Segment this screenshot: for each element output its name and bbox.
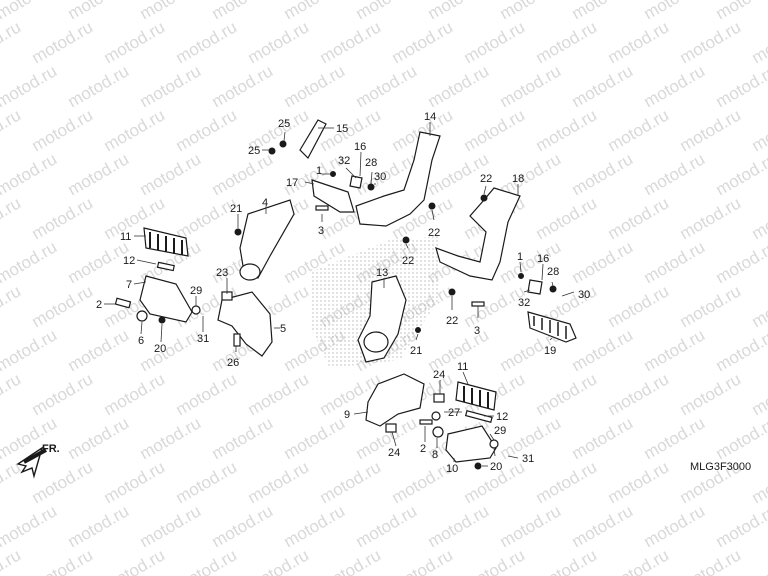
front-direction-arrow: FR. <box>16 443 60 479</box>
part-collar-6 <box>136 310 148 322</box>
callout-31: 31 <box>197 333 209 345</box>
callout-20-b: 20 <box>490 461 502 473</box>
part-bracket-9 <box>365 373 425 427</box>
callout-29: 29 <box>190 285 202 297</box>
callout-19: 19 <box>544 345 556 357</box>
callout-22-d: 22 <box>446 315 458 327</box>
callout-32-b: 32 <box>518 297 530 309</box>
callout-1: 1 <box>316 165 322 177</box>
callout-17: 17 <box>286 177 298 189</box>
callout-3: 3 <box>318 225 324 237</box>
callout-11: 11 <box>120 231 131 243</box>
part-footpeg-rubber-left <box>143 227 189 257</box>
part-heel-guard-13-boss <box>363 331 389 353</box>
leader-lines <box>104 122 575 467</box>
callout-12: 12 <box>123 255 135 267</box>
part-collar-8 <box>432 426 444 438</box>
callout-16: 16 <box>354 141 366 153</box>
part-footpeg-19 <box>527 311 577 343</box>
part-footpeg-left <box>139 275 193 323</box>
hardware-bolts <box>114 140 557 470</box>
part-footpeg-17 <box>311 179 355 213</box>
callout-25-left: 25 <box>248 145 260 157</box>
callout-28: 28 <box>365 157 377 169</box>
part-bracket-5 <box>217 291 273 357</box>
callout-2: 2 <box>96 299 102 311</box>
callout-27: 27 <box>448 407 460 419</box>
callout-24-b: 24 <box>388 447 400 459</box>
callout-31-b: 31 <box>522 453 534 465</box>
part-plate-15 <box>299 119 327 159</box>
callout-23: 23 <box>216 267 228 279</box>
callout-22-c: 22 <box>480 173 492 185</box>
callout-20: 20 <box>154 343 166 355</box>
callout-1-b: 1 <box>517 251 523 263</box>
callout-21-b: 21 <box>410 345 422 357</box>
callout-8: 8 <box>432 449 438 461</box>
callout-6: 6 <box>138 335 144 347</box>
callout-21: 21 <box>230 203 242 215</box>
part-bracket-4 <box>239 199 295 279</box>
callout-14: 14 <box>424 111 436 123</box>
callout-30: 30 <box>374 171 386 183</box>
callout-30-b: 30 <box>578 289 590 301</box>
callout-24-a: 24 <box>433 369 445 381</box>
callout-18: 18 <box>512 173 524 185</box>
callout-32: 32 <box>338 155 350 167</box>
part-bracket-14 <box>355 131 441 227</box>
part-footpeg-rubber-right <box>455 381 497 411</box>
callout-11-b: 11 <box>457 361 468 373</box>
part-bracket-18 <box>435 187 521 281</box>
diagram-code: MLG3F3000 <box>690 461 751 473</box>
callout-12-b: 12 <box>496 411 508 423</box>
callout-10: 10 <box>446 463 458 475</box>
callout-4: 4 <box>262 197 268 209</box>
callout-9: 9 <box>344 409 350 421</box>
callout-22-a: 22 <box>428 227 440 239</box>
callout-22-b: 22 <box>402 255 414 267</box>
callout-15: 15 <box>336 123 348 135</box>
callout-3-b: 3 <box>474 325 480 337</box>
direction-label: FR. <box>42 443 60 455</box>
callout-29-b: 29 <box>494 425 506 437</box>
callout-5: 5 <box>280 323 286 335</box>
part-bracket-4-boss <box>239 263 261 281</box>
callout-26: 26 <box>227 357 239 369</box>
part-footpeg-10 <box>445 425 497 463</box>
callout-16-b: 16 <box>537 253 549 265</box>
callout-25-top: 25 <box>278 118 290 130</box>
callout-13: 13 <box>376 267 388 279</box>
callout-7: 7 <box>126 279 132 291</box>
callout-2-b: 2 <box>420 443 426 455</box>
callout-28-b: 28 <box>547 266 559 278</box>
